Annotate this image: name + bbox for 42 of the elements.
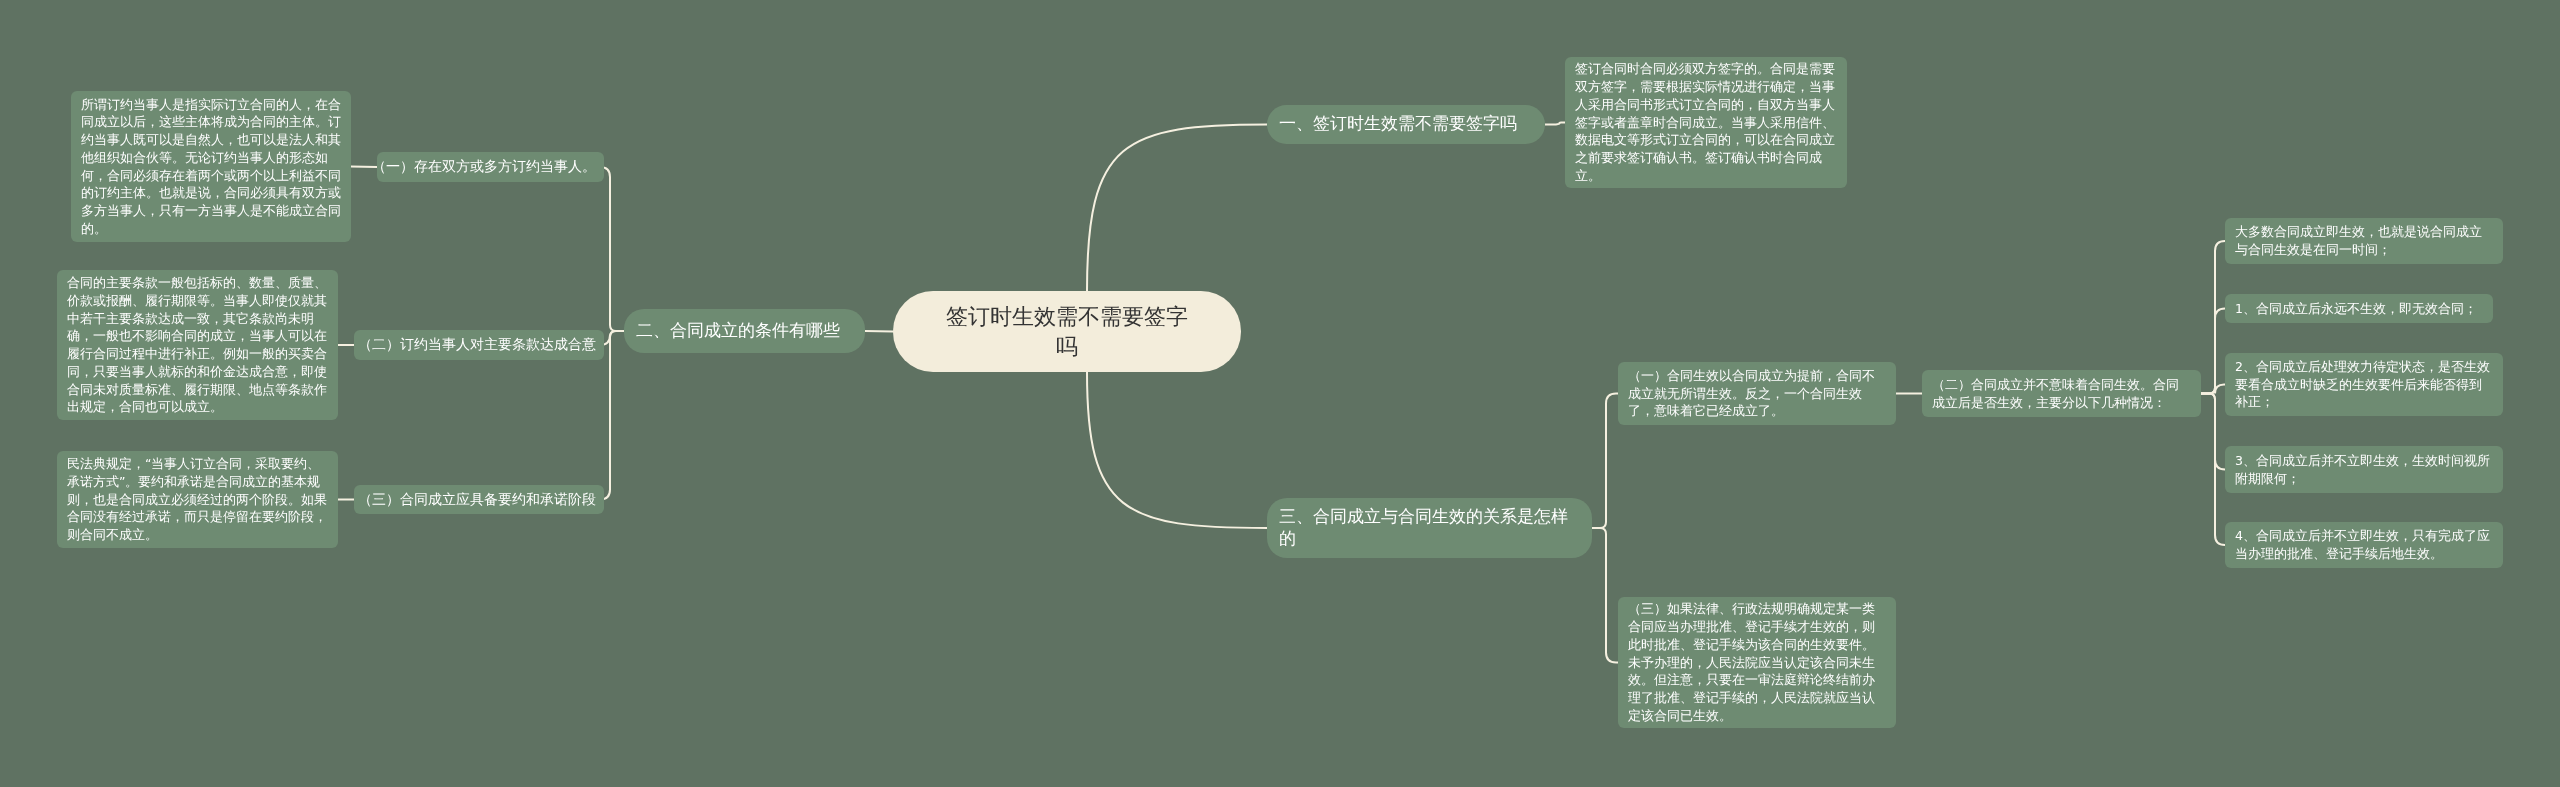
branch-topic	[1267, 498, 1592, 558]
topic-text: （三）如果法律、行政法规明确规定某一类合同应当办理批准、登记手续才生效的，则此时批准、登记手续为该合同的生效要件。未予办理的，人民法院应当认定该合同未生效。但注意，只要在一审法庭辩论终结前办理了批准、登记手续的，人民法院就应当认定该合同已生效。	[1628, 600, 1876, 725]
topic-text: 所谓订约当事人是指实际订立合同的人，在合同成立以后，这些主体将成为合同的主体。订约当事人既可以是自然人，也可以是法人和其他组织如合伙等。无论订约当事人的形态如何，合同必须存在着两个或两个以上利益不同的订约主体。也就是说，合同必须具有双方或多方当事人，只有一方当事人是不能成立合同的。	[81, 95, 341, 238]
subtopic-box	[354, 485, 604, 514]
note-box	[2225, 353, 2503, 416]
topic-text: （二）合同成立并不意味着合同生效。合同成立后是否生效，主要分以下几种情况：	[1932, 375, 2180, 412]
note-box	[2225, 218, 2503, 264]
topic-text: 三、合同成立与合同生效的关系是怎样的	[1279, 505, 1569, 550]
connector-line	[2200, 392, 2226, 546]
topic-text: 签订时生效需不需要签字吗	[945, 302, 1189, 361]
subtopic-box	[377, 152, 604, 182]
note-box	[1922, 370, 2201, 417]
topic-text: 一、签订时生效需不需要签字吗	[1279, 113, 1517, 136]
topic-text: 签订合同时合同必须双方签字的。合同是需要双方签字，需要根据实际情况进行确定，当事人采用合同书形式订立合同的，自双方当事人签字或者盖章时合同成立。当事人采用信件、数据电文等形式订立合同的，可以在合同成立之前要求签订确认书。签订确认书时合同成立。	[1575, 60, 1836, 185]
note-box	[1618, 362, 1896, 425]
connector-line	[1895, 392, 1923, 395]
note-box	[2225, 294, 2493, 323]
connector-line	[337, 498, 355, 501]
connector-line	[1086, 371, 1268, 529]
topic-text: （一）存在双方或多方订约当事人。	[372, 158, 596, 176]
connector-line	[1591, 527, 1619, 664]
topic-text: 二、合同成立的条件有哪些	[636, 319, 840, 342]
note-box	[2225, 522, 2503, 568]
topic-text: 4、合同成立后并不立即生效，只有完成了应当办理的批准、登记手续后地生效。	[2235, 527, 2491, 563]
topic-text: 1、合同成立后永远不生效，即无效合同；	[2235, 299, 2477, 318]
topic-text: （三）合同成立应具备要约和承诺阶段	[358, 490, 596, 509]
connector-line	[337, 344, 355, 346]
topic-text: 合同的主要条款一般包括标的、数量、质量、价款或报酬、履行期限等。当事人即使仅就其中若干主要条款达成一致，其它条款尚未明确，一般也不影响合同的成立，当事人可以在履行合同过程中进行补正。例如一般的买卖合同，只要当事人就标的和价金达成合意，即使合同未对质量标准、履行期限、地点等条款作出规定，合同也可以成立。	[67, 274, 328, 416]
branch-topic	[624, 309, 865, 353]
topic-text: （二）订约当事人对主要条款达成合意	[358, 336, 596, 354]
connector-line	[864, 330, 894, 333]
connector-line	[1544, 121, 1566, 126]
connector-line	[1086, 123, 1268, 292]
connector-line	[350, 165, 378, 168]
topic-text: （一）合同生效以合同成立为提前，合同不成立就无所谓生效。反之，一个合同生效了，意味着它已经成立了。	[1628, 366, 1876, 421]
topic-text: 2、合同成立后处理效力待定状态，是否生效要看合成立时缺乏的生效要件后来能否得到补正；	[2235, 357, 2491, 412]
note-box	[2225, 446, 2503, 493]
subtopic-box	[354, 330, 604, 360]
topic-text: 民法典规定，“当事人订立合同，采取要约、承诺方式”。要约和承诺是合同成立的基本规则，也是合同成立必须经过的两个阶段。如果合同没有经过承诺，而只是停留在要约阶段，则合同不成立。	[67, 455, 328, 544]
branch-topic	[1267, 105, 1545, 144]
topic-text: 大多数合同成立即生效，也就是说合同成立与合同生效是在同一时间；	[2235, 223, 2483, 259]
topic-text: 3、合同成立后并不立即生效，生效时间视所附期限何；	[2235, 451, 2491, 488]
